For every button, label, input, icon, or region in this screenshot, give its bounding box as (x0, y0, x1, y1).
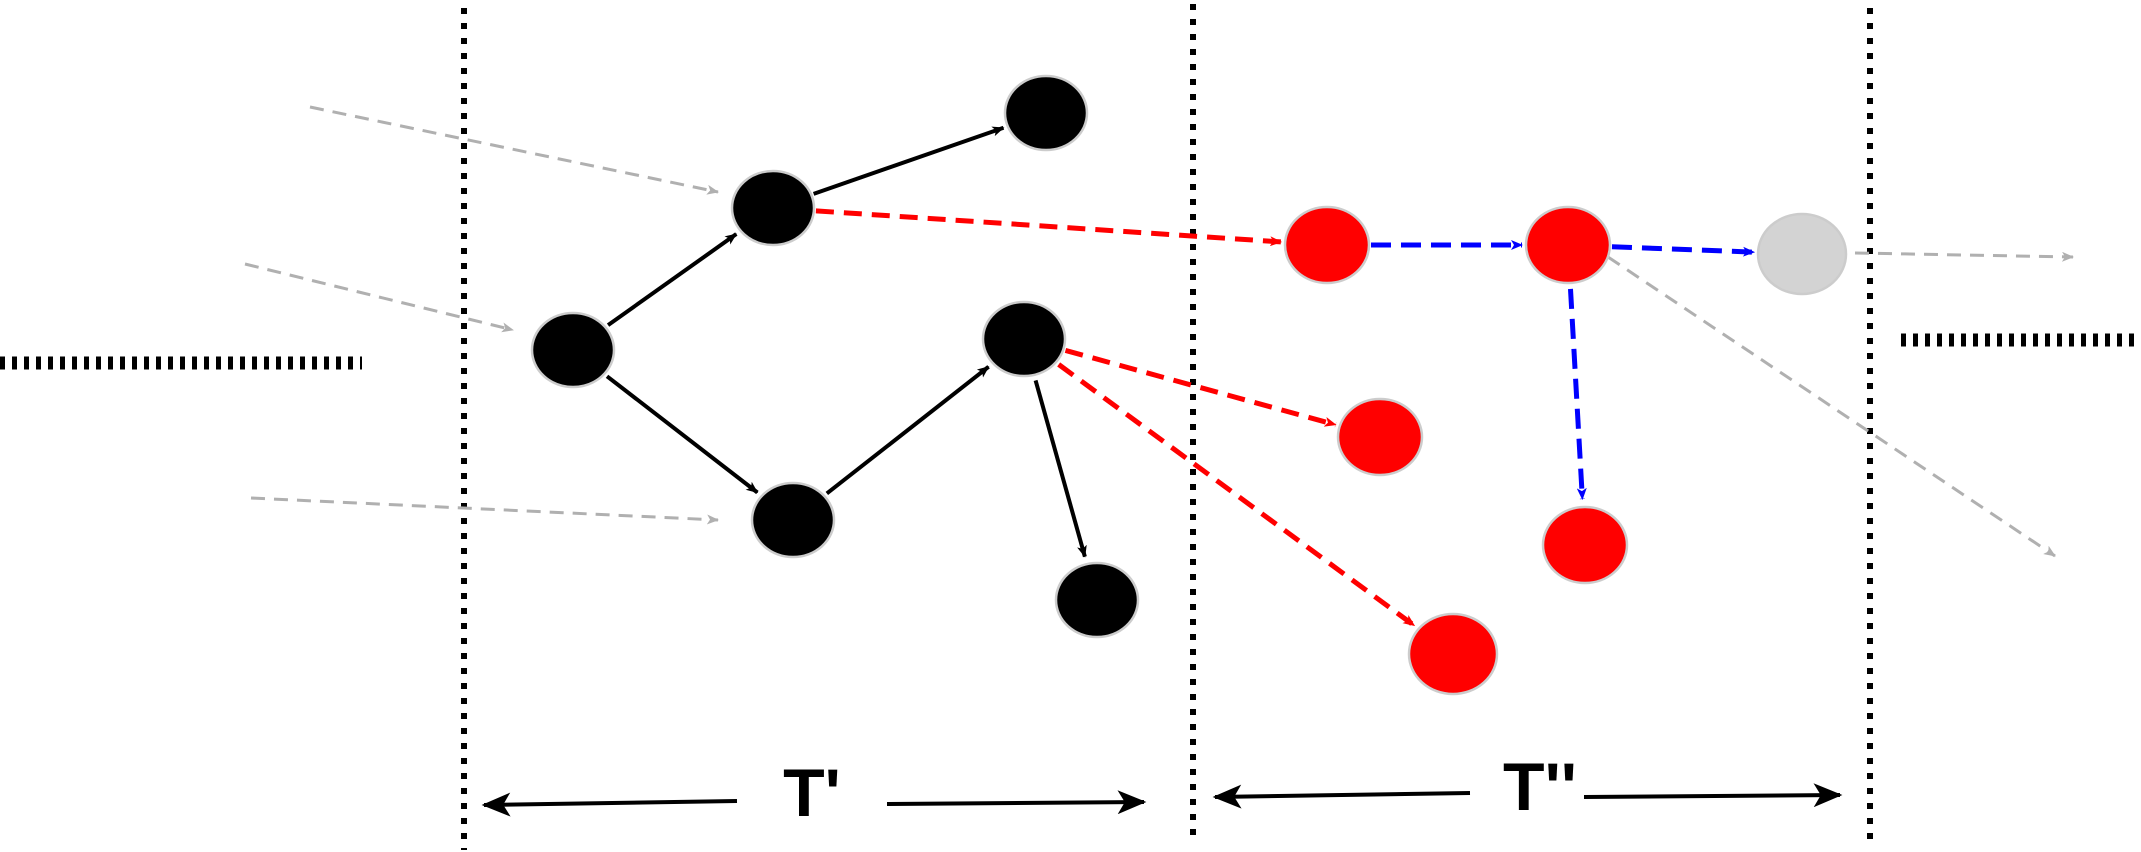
period-label-t-double-prime: T'' (1503, 749, 1577, 825)
incoming-arrow-bottom (250, 496, 719, 525)
node-g (1756, 212, 1848, 296)
edge-r2-r5 (1567, 288, 1587, 501)
node-r3 (1336, 397, 1424, 477)
edge-a-c (605, 374, 759, 495)
edge-b-e (812, 125, 1005, 196)
edge-r2-g (1611, 244, 1756, 257)
incoming-arrow-top (309, 105, 719, 195)
incoming-arrow-middle (244, 262, 514, 333)
node-b (730, 169, 816, 247)
node-r1 (1283, 205, 1371, 285)
node-r5 (1541, 505, 1629, 585)
edge-d-f (1033, 379, 1087, 558)
outgoing-arrow-right (1854, 251, 2074, 262)
node-e (1003, 74, 1089, 152)
edge-c-d (825, 365, 990, 496)
node-r2 (1524, 205, 1612, 285)
period-span-arrows (481, 783, 1843, 817)
node-a (530, 311, 616, 389)
outgoing-arrow-diagonal (1607, 255, 2056, 558)
context-arrows (244, 105, 2074, 558)
t-double-prime-arrow-right (1583, 783, 1843, 808)
edges (605, 125, 1756, 628)
nodes (530, 74, 1848, 696)
continuation-dots (0, 333, 2141, 370)
node-f (1054, 561, 1140, 639)
edge-a-b (606, 232, 738, 327)
t-double-prime-arrow-left (1212, 784, 1471, 809)
period-label-t-prime: T' (783, 755, 841, 831)
node-r4 (1407, 612, 1499, 696)
edge-d-r4 (1057, 362, 1416, 628)
edge-d-r3 (1064, 348, 1337, 428)
t-prime-arrow-left (481, 792, 738, 817)
edge-b-r1 (815, 208, 1283, 247)
node-d (981, 300, 1067, 378)
t-prime-arrow-right (886, 790, 1147, 815)
node-c (750, 481, 836, 559)
period-boundaries (461, 4, 1873, 850)
